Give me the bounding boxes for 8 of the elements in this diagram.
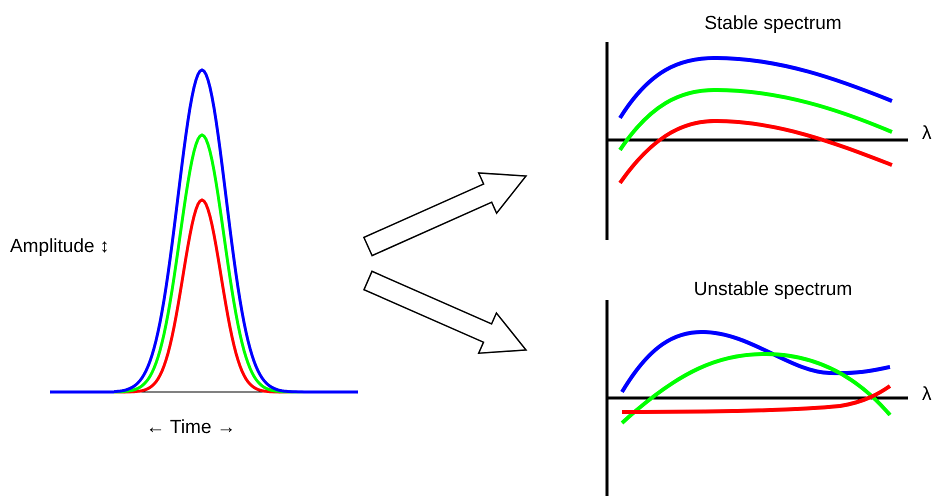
axis-label: λ <box>922 383 932 407</box>
axis-label: Amplitude ↕ <box>10 235 110 259</box>
block-arrow <box>362 172 528 257</box>
chart-title: Stable spectrum <box>703 12 843 36</box>
block-arrow <box>363 270 528 354</box>
axis-label: λ <box>922 122 932 146</box>
chart-title: Unstable spectrum <box>692 278 854 302</box>
axis-label: ← Time → <box>146 416 236 440</box>
